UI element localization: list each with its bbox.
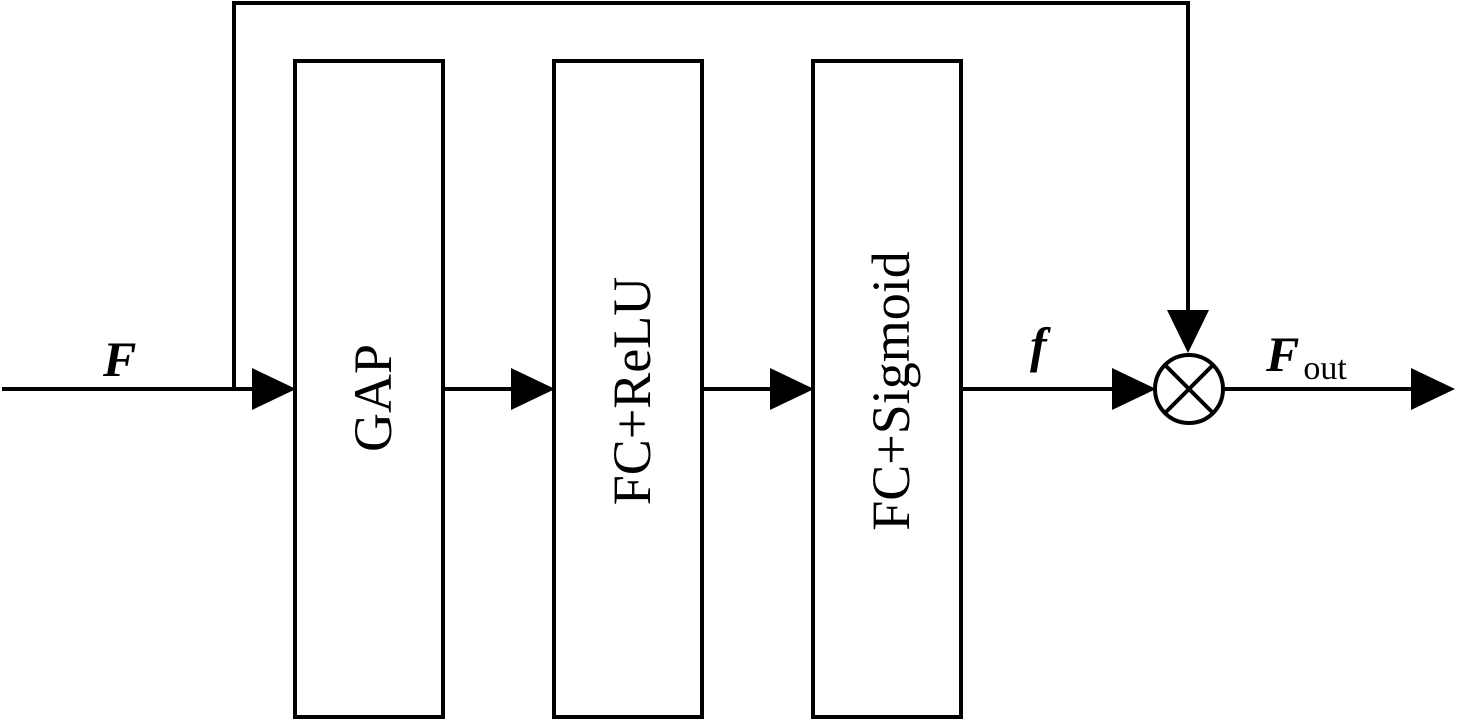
arrow-into-fc-relu	[511, 368, 555, 410]
input-feature-label: F	[102, 331, 136, 387]
fc-relu-label: FC+ReLU	[602, 277, 662, 505]
skip-connection	[232, 1, 1190, 389]
arrow-output	[1411, 368, 1455, 410]
attention-weight-label: f	[1030, 317, 1051, 373]
arrow-into-multiplier-top	[1167, 310, 1209, 353]
arrow-into-multiplier-left	[1112, 368, 1156, 410]
output-feature-main: F	[1265, 326, 1299, 382]
multiply-icon	[1153, 353, 1225, 425]
arrow-into-fc-sigmoid	[770, 368, 814, 410]
fc-sigmoid-block	[811, 59, 963, 719]
arrow-into-gap	[252, 368, 296, 410]
output-feature-subscript: out	[1303, 350, 1347, 387]
gap-block	[293, 59, 445, 719]
gap-label: GAP	[343, 344, 403, 452]
fc-relu-block	[552, 59, 704, 719]
fc-sigmoid-label: FC+Sigmoid	[861, 251, 921, 531]
